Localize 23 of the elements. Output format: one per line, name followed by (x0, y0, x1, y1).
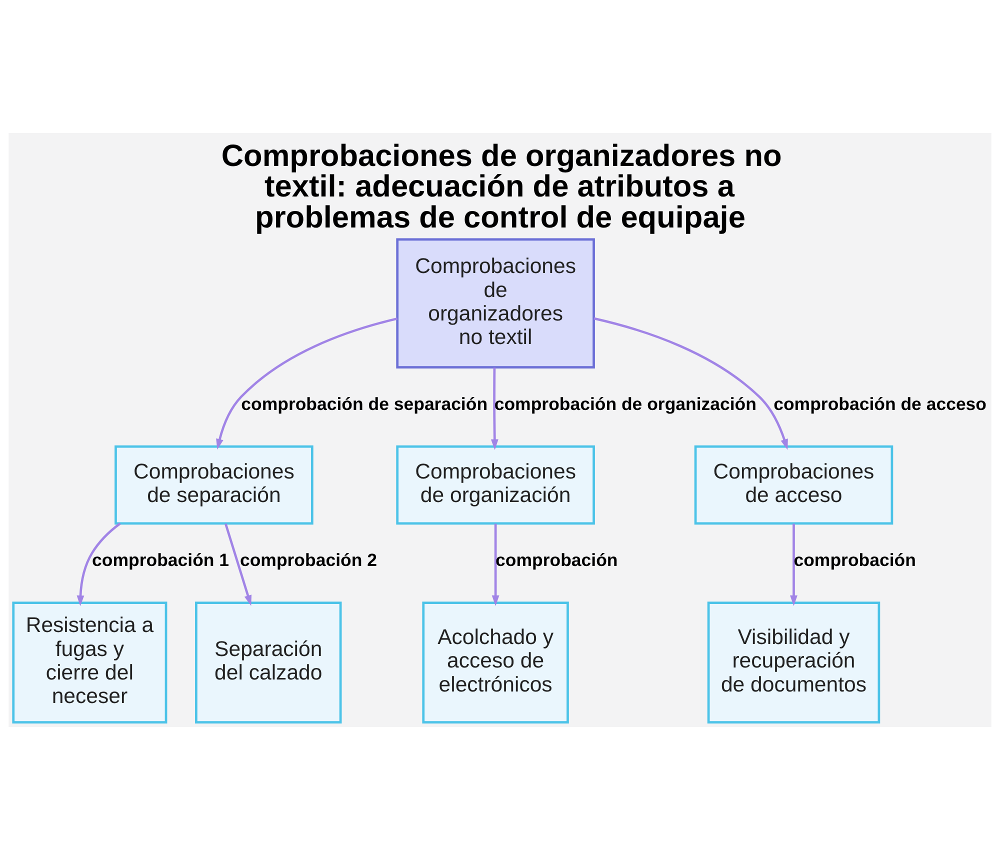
edge-label: comprobación (496, 550, 618, 570)
arrow (594, 317, 788, 450)
diagram-title: Comprobaciones de organizadores no textil: adecuación de atributos a problemas de control de equipaje (221, 138, 782, 234)
edge-label: comprobación de organización (494, 394, 757, 414)
node-box: Visibilidad y recuperación de documentos (707, 602, 880, 724)
edge-label: comprobación de acceso (774, 394, 987, 414)
node-box: Acolchado y acceso de electrónicos (422, 602, 569, 724)
edge-label: comprobación 1 (92, 550, 230, 570)
node-box: Comprobaciones de separación (114, 445, 314, 525)
arrow (490, 368, 498, 450)
node-box: Comprobaciones de acceso (694, 445, 894, 525)
edge-label: comprobación de separación (241, 394, 488, 414)
arrow (76, 522, 121, 606)
node-box: Comprobaciones de organización (396, 445, 595, 525)
arrow (492, 524, 500, 606)
node-box: Comprobaciones de organizadores no textil (396, 238, 595, 368)
node-box: Resistencia a fugas y cierre del neceser (12, 602, 168, 724)
arrow (216, 317, 398, 450)
arrow (790, 524, 798, 606)
edge-label: comprobación 2 (240, 550, 377, 570)
arrow (224, 523, 252, 606)
edge-label: comprobación (794, 550, 916, 570)
node-box: Separación del calzado (195, 602, 342, 724)
